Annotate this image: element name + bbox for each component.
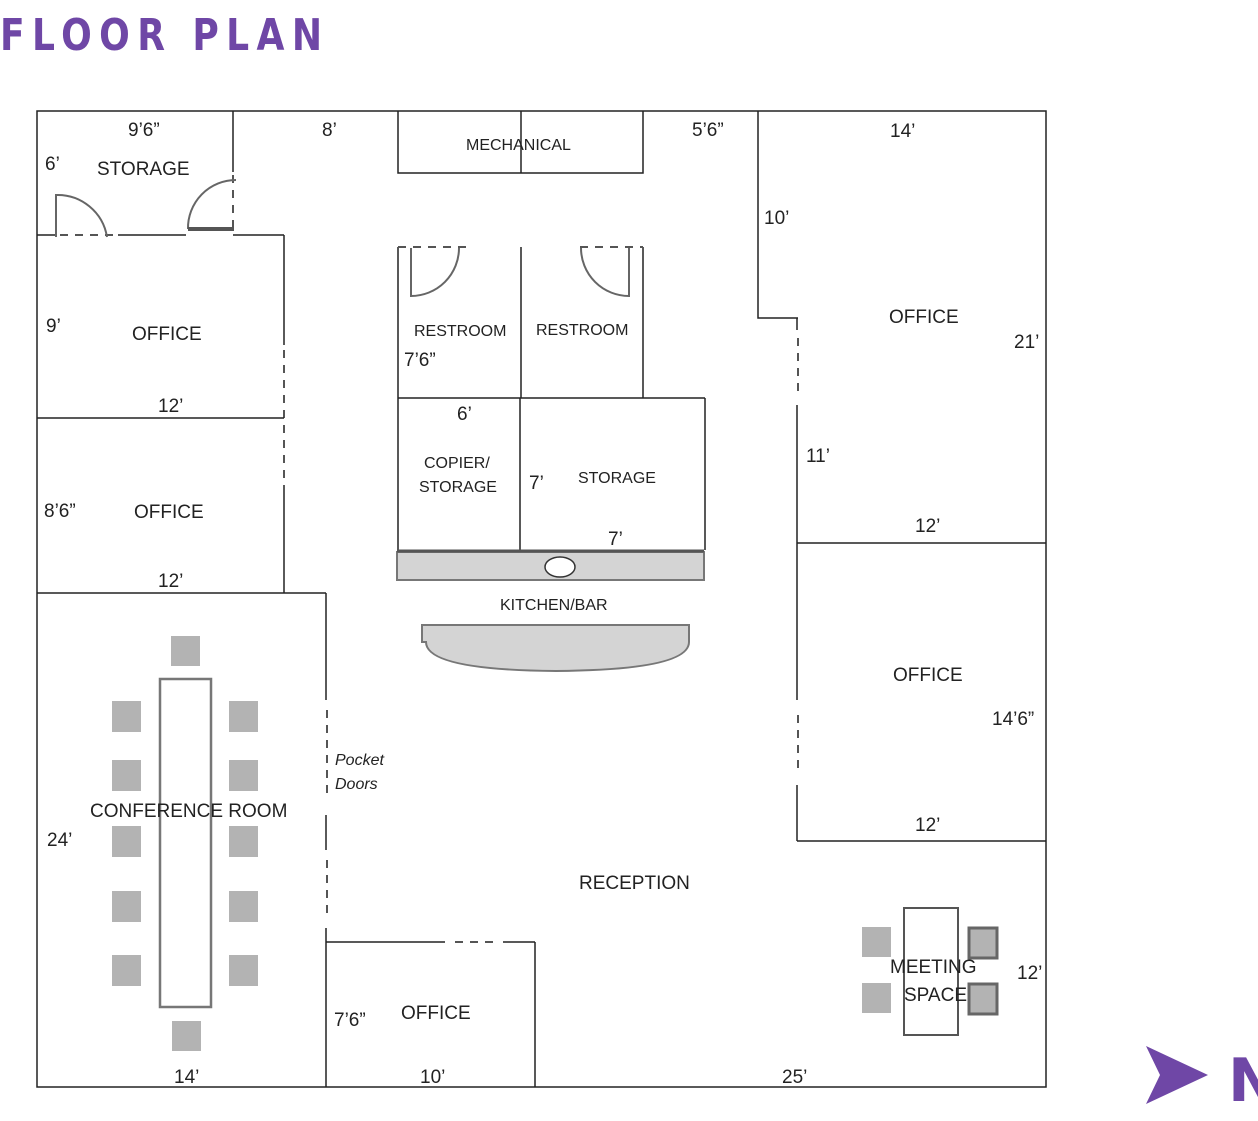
plan-label: 7’ <box>529 473 544 494</box>
plan-label: 24’ <box>47 830 72 851</box>
plan-label: MEETING <box>890 957 977 978</box>
plan-shape <box>112 760 141 791</box>
plan-label: RECEPTION <box>579 873 690 894</box>
plan-label: 7’6” <box>334 1010 366 1031</box>
room-mechanical: MECHANICAL <box>397 111 644 174</box>
plan-shape <box>967 982 999 1016</box>
plan-label: 7’ <box>608 529 623 550</box>
plan-shape <box>229 891 258 922</box>
plan-label: 12’ <box>1017 963 1042 984</box>
plan-shape <box>112 826 141 857</box>
plan-label: COPIER/ <box>424 455 490 472</box>
room-label: STORAGE <box>97 159 190 180</box>
room-office-ne: 14’ 10’ OFFICE 21’ 11’ 12’ <box>757 111 1046 544</box>
room-restrooms: RESTROOM 7’6” RESTROOM <box>397 246 705 550</box>
plan-shape <box>229 826 258 857</box>
plan-label: 14’6” <box>992 709 1034 730</box>
dimension-label: 8’ <box>322 120 337 141</box>
plan-label: Doors <box>335 776 378 793</box>
plan-label: 12’ <box>158 571 183 592</box>
plan-label: 11’ <box>806 446 830 467</box>
plan-label: 21’ <box>1014 332 1039 353</box>
room-conference: CONFERENCE ROOM 24’ 14’ Pocket Doors <box>47 593 384 1088</box>
plan-shape <box>172 1021 201 1051</box>
page-title: FLOOR PLAN <box>0 10 330 61</box>
plan-label: 10’ <box>420 1067 445 1088</box>
plan-shape <box>862 983 891 1013</box>
door-swing-icon <box>186 179 237 230</box>
meeting-table <box>903 907 959 1036</box>
plan-shape <box>112 955 141 986</box>
plan-label: 14’ <box>890 121 915 142</box>
plan-label: OFFICE <box>134 502 204 523</box>
plan-shape <box>229 701 258 732</box>
room-copier-storage: 6’ COPIER/ STORAGE 7’ STORAGE 7’ <box>419 398 706 550</box>
plan-shape <box>229 760 258 791</box>
plan-label: 12’ <box>915 516 940 537</box>
dimension-label: 5’6” <box>692 120 724 141</box>
plan-shape <box>862 927 891 957</box>
plan-label: 25’ <box>782 1067 807 1088</box>
plan-shape <box>229 955 258 986</box>
plan-label: OFFICE <box>893 665 963 686</box>
plan-label: 14’ <box>174 1067 199 1088</box>
door-swing-icon <box>410 247 460 298</box>
north-label: N <box>1228 1046 1258 1116</box>
kitchen-bar: KITCHEN/BAR <box>396 549 705 673</box>
plan-label: KITCHEN/BAR <box>500 597 608 614</box>
plan-shape <box>112 891 141 922</box>
plan-label: 10’ <box>764 208 789 229</box>
plan-label: RESTROOM <box>414 323 506 340</box>
plan-label: STORAGE <box>578 470 656 487</box>
plan-label: OFFICE <box>401 1003 471 1024</box>
plan-label: OFFICE <box>132 324 202 345</box>
compass: N <box>1146 1046 1258 1116</box>
plan-label: CONFERENCE ROOM <box>90 801 287 822</box>
room-office-e: OFFICE 14’6” 12’ <box>796 543 1046 842</box>
plan-label: 12’ <box>915 815 940 836</box>
plan-label: 9’ <box>46 316 61 337</box>
plan-label: MECHANICAL <box>466 137 571 154</box>
dimension-label: 9’6” <box>128 120 160 141</box>
north-arrow-icon <box>1146 1046 1208 1104</box>
plan-label: 12’ <box>158 396 183 417</box>
room-meeting-space: MEETING SPACE 12’ <box>862 907 1042 1036</box>
plan-label: OFFICE <box>889 307 959 328</box>
plan-shape <box>967 926 999 960</box>
plan-label: Pocket <box>335 752 384 769</box>
conference-table <box>158 677 213 1009</box>
room-storage-nw: 9’6” 6’ STORAGE <box>37 111 284 238</box>
room-office-w: 8’6” OFFICE 12’ <box>37 501 326 594</box>
chairs <box>112 636 258 1051</box>
plan-label: STORAGE <box>419 479 497 496</box>
plan-shape <box>757 111 798 319</box>
plan-shape <box>112 701 141 732</box>
plan-label: RESTROOM <box>536 322 628 339</box>
plan-label: 8’6” <box>44 501 76 522</box>
door-swing-icon <box>55 193 108 238</box>
sink-icon <box>544 556 576 578</box>
plan-label: 7’6” <box>404 350 436 371</box>
room-office-nw: 9’ OFFICE 12’ <box>37 235 285 593</box>
door-swing-icon <box>580 247 630 298</box>
plan-label: 6’ <box>457 404 472 425</box>
plan-shape <box>171 636 200 666</box>
bar-counter <box>421 624 690 673</box>
room-reception: RECEPTION 25’ <box>579 873 807 1088</box>
plan-label: SPACE <box>904 985 967 1006</box>
room-office-s: 7’6” OFFICE 10’ <box>326 941 536 1088</box>
dimension-label: 6’ <box>45 154 60 175</box>
outer-wall <box>36 110 1047 1088</box>
